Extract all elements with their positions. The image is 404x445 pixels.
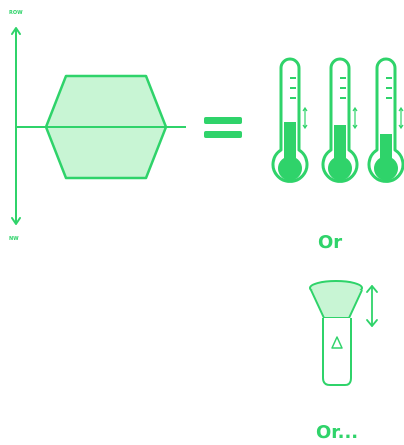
thermometer-icon [271, 57, 309, 183]
cup-icon [309, 280, 363, 386]
hexagon-shape [16, 74, 186, 180]
thermometer-icon [367, 57, 404, 183]
thermometer-icon [321, 57, 359, 183]
up-down-arrow-icon [398, 106, 404, 130]
or-label-1: Or [318, 232, 342, 253]
axis-top-label: ROW [9, 10, 23, 16]
axis-bottom-label: NW [9, 236, 19, 242]
up-down-arrow-icon [352, 106, 358, 130]
up-down-arrow-icon [366, 285, 378, 327]
up-down-arrow-icon [302, 106, 308, 130]
equals-icon [204, 117, 242, 138]
or-label-2: Or... [316, 422, 358, 443]
